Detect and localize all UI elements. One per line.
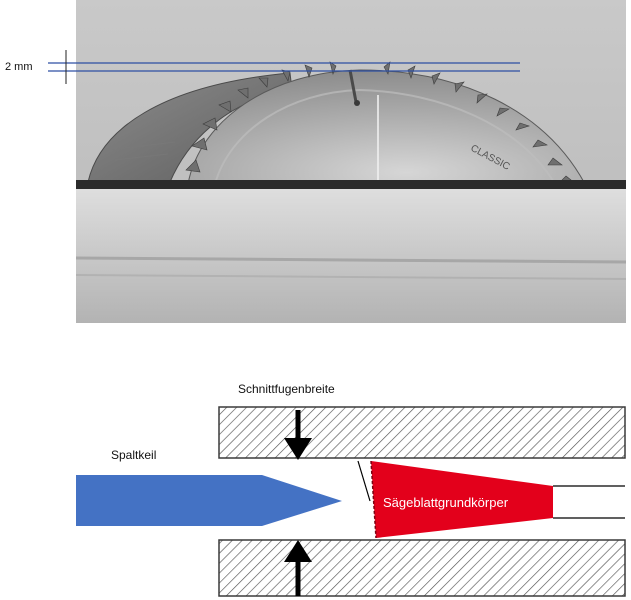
riving-knife-shape — [76, 475, 342, 526]
blade-body-shape — [371, 461, 553, 538]
saw-blade — [187, 69, 586, 185]
kerf-arrow-down — [284, 410, 312, 460]
workpiece-bottom — [218, 539, 626, 597]
blade-body-label: Sägeblattgrundkörper — [383, 495, 509, 510]
measurement-label: 2 mm — [5, 61, 33, 73]
kerf-arrow-up — [284, 540, 312, 596]
kerf-diagram: Schnittfugenbreite Spaltkeil Sägeblattgr… — [76, 382, 626, 597]
saw-table — [76, 189, 626, 323]
table-slot-edge — [76, 180, 626, 189]
workpiece-top — [218, 406, 626, 459]
saw-photo: CLASSIC — [76, 0, 626, 323]
riving-knife-label: Spaltkeil — [111, 448, 156, 462]
kerf-width-label: Schnittfugenbreite — [238, 382, 335, 396]
clearance-line — [357, 460, 371, 502]
measurement-indicator: 2 mm — [5, 50, 520, 84]
